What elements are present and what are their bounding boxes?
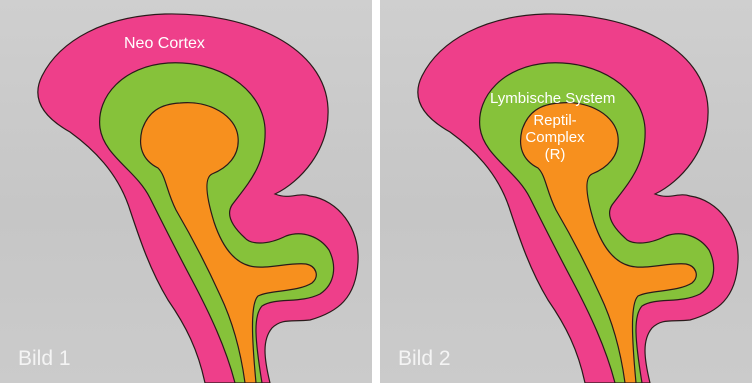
reptile-label-line-3: (R) bbox=[520, 146, 590, 163]
reptile-label-line-2: Complex bbox=[520, 129, 590, 146]
brain-diagram-1 bbox=[0, 0, 372, 383]
panel-bild-1: Neo Cortex Bild 1 bbox=[0, 0, 372, 383]
panel-divider bbox=[372, 0, 380, 383]
panel-caption: Bild 2 bbox=[398, 348, 451, 369]
reptile-complex-label: Reptil- Complex (R) bbox=[520, 112, 590, 163]
panel-bild-2: Lymbische System Reptil- Complex (R) Bil… bbox=[380, 0, 752, 383]
brain-diagram-2 bbox=[380, 0, 752, 383]
neo-cortex-label: Neo Cortex bbox=[124, 36, 205, 52]
panel-caption: Bild 1 bbox=[18, 348, 71, 369]
limbic-system-label: Lymbische System bbox=[490, 91, 615, 106]
reptile-label-line-1: Reptil- bbox=[520, 112, 590, 129]
